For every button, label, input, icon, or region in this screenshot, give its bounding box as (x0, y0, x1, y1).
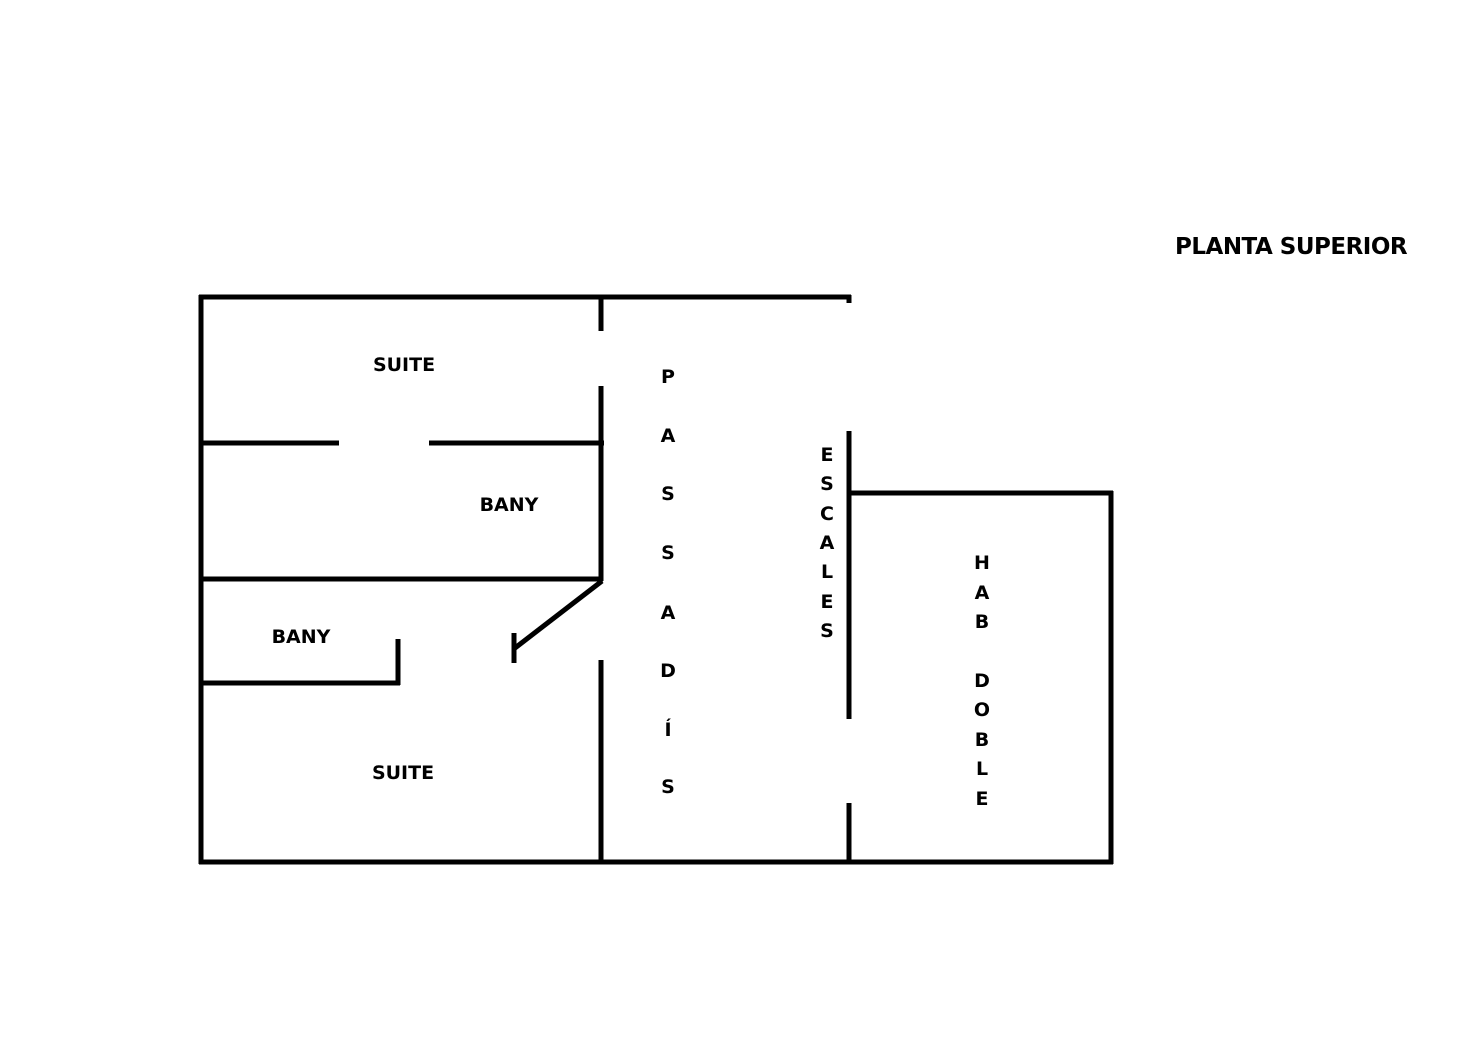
label-letter: A (661, 425, 676, 447)
room-label-passadis: P A S S A D Í S (660, 366, 676, 798)
label-letter: B (975, 729, 989, 751)
label-letter: E (821, 591, 834, 613)
label-letter: Í (664, 718, 671, 741)
label-letter: H (974, 552, 990, 574)
label-letter: A (661, 602, 676, 624)
label-letter: E (821, 444, 834, 466)
label-letter: O (974, 699, 990, 721)
label-letter: L (821, 561, 833, 583)
label-letter: S (820, 620, 834, 642)
plan-title: PLANTA SUPERIOR (1175, 234, 1408, 260)
label-letter: S (820, 473, 834, 495)
room-label-bany-bottom: BANY (272, 626, 331, 648)
label-letter: B (975, 611, 989, 633)
label-letter: E (976, 788, 989, 810)
door-swing (513, 579, 604, 650)
label-letter: P (661, 366, 675, 388)
room-label-escales: E S C A L E S (820, 444, 835, 642)
walls (198, 294, 1114, 865)
label-letter: A (820, 532, 835, 554)
label-letter: S (661, 542, 675, 564)
room-label-bany-top: BANY (480, 494, 539, 516)
label-letter: A (975, 582, 990, 604)
label-letter: D (974, 670, 990, 692)
room-label-hab-doble: H A B D O B L E (974, 552, 990, 810)
room-label-suite-top: SUITE (373, 354, 435, 376)
label-letter: L (976, 758, 988, 780)
label-letter: S (661, 483, 675, 505)
room-label-suite-bottom: SUITE (372, 762, 434, 784)
label-letter: C (820, 503, 834, 525)
label-letter: D (660, 660, 676, 682)
label-letter: S (661, 776, 675, 798)
